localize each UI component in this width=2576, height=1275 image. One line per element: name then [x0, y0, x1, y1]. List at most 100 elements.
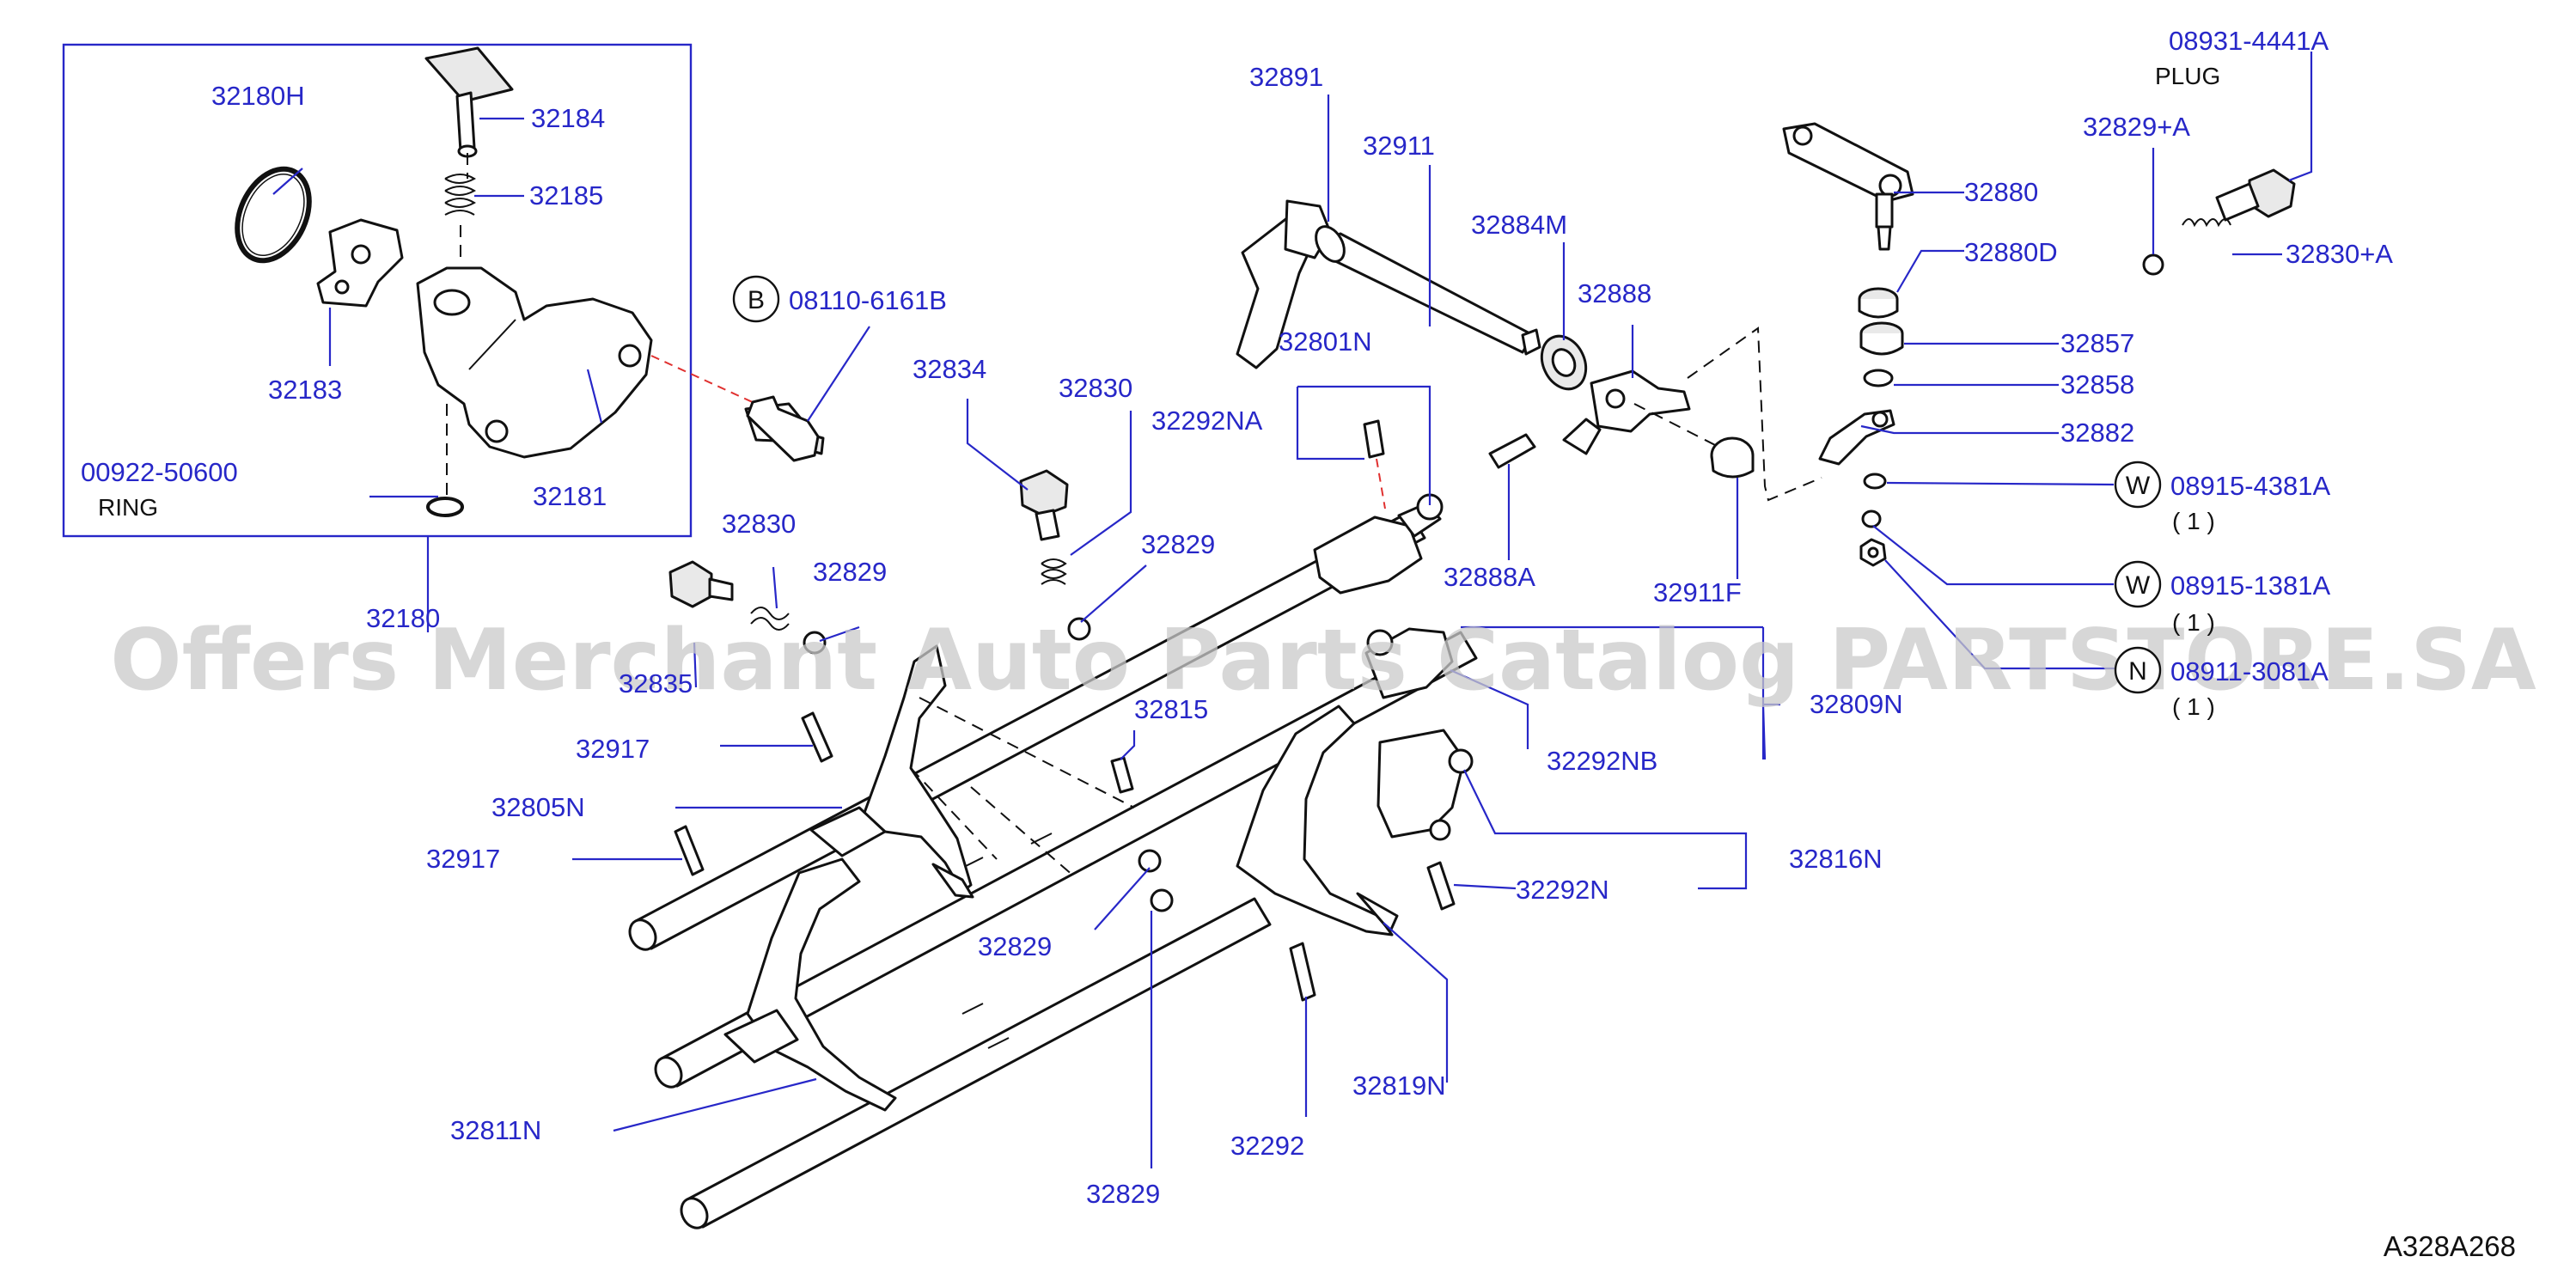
bolt-part	[744, 395, 825, 462]
callout-32816N[interactable]: 32816N	[1789, 844, 1883, 874]
control-lever-32880	[1782, 122, 1914, 251]
shift-fork-left	[809, 644, 974, 899]
callout-32819N[interactable]: 32819N	[1352, 1071, 1446, 1101]
fork-mid	[1364, 627, 1454, 699]
callout-32917-upper[interactable]: 32917	[576, 734, 650, 764]
callout-32888A[interactable]: 32888A	[1444, 562, 1535, 592]
callout-08110-6161B[interactable]: 08110-6161B	[789, 285, 947, 315]
pin-32888A	[1488, 433, 1536, 469]
callout-32888[interactable]: 32888	[1578, 278, 1651, 308]
callout-32834[interactable]: 32834	[913, 354, 986, 384]
badge-w-letter-1: W	[2126, 472, 2151, 500]
bracket-part	[316, 218, 404, 308]
qty-08915-4381A: ( 1 )	[2172, 508, 2215, 534]
leader-lines	[272, 52, 2313, 1168]
callout-32811N[interactable]: 32811N	[450, 1115, 541, 1145]
shift-fork-right	[1236, 705, 1399, 936]
callout-32829-bottom[interactable]: 32829	[1086, 1179, 1160, 1209]
callout-32801N[interactable]: 32801N	[1279, 326, 1372, 357]
badge-n-icon	[2114, 646, 2162, 694]
callout-32829-mid[interactable]: 32829	[1141, 529, 1215, 559]
bushing-32880D	[1858, 287, 1899, 319]
callout-32805N[interactable]: 32805N	[491, 792, 585, 822]
callout-32882[interactable]: 32882	[2060, 418, 2134, 448]
callout-32830-left[interactable]: 32830	[722, 509, 796, 539]
callout-00922-50600[interactable]: 00922-50600	[81, 457, 238, 487]
roll-pin-32292	[1289, 942, 1316, 1002]
snap-ring-part	[426, 497, 464, 517]
callout-32292[interactable]: 32292	[1230, 1131, 1304, 1161]
plug-bolt-left	[668, 560, 734, 608]
callout-32830+A[interactable]: 32830+A	[2286, 239, 2393, 269]
callout-32857[interactable]: 32857	[2060, 328, 2134, 358]
roll-pin-32815	[1110, 756, 1134, 794]
badge-w-letter-2: W	[2126, 571, 2151, 600]
callout-32891[interactable]: 32891	[1249, 62, 1323, 92]
roll-pin-32292N	[1426, 861, 1456, 911]
callout-32292N[interactable]: 32292N	[1516, 875, 1609, 905]
ball-32829-d	[1150, 888, 1174, 912]
callout-32185[interactable]: 32185	[529, 180, 603, 210]
callout-32829+A[interactable]: 32829+A	[2083, 112, 2190, 142]
qty-08911-3081A: ( 1 )	[2172, 693, 2215, 720]
callout-32809N[interactable]: 32809N	[1810, 689, 1903, 719]
callout-32880[interactable]: 32880	[1964, 177, 2038, 207]
callout-32911[interactable]: 32911	[1363, 131, 1435, 161]
housing-part	[416, 266, 653, 459]
callout-32180[interactable]: 32180	[366, 603, 440, 633]
ball-left	[803, 631, 827, 655]
badge-w-icon-2	[2114, 560, 2162, 608]
callout-08931-4441A[interactable]: 08931-4441A	[2169, 26, 2329, 56]
badge-b-icon	[732, 275, 780, 323]
callout-32835[interactable]: 32835	[619, 668, 693, 699]
fork-end-upper	[1313, 493, 1444, 595]
plug-08931-4441A	[2215, 168, 2296, 222]
ball-32829+A	[2142, 253, 2164, 276]
callout-32917-lower[interactable]: 32917	[426, 844, 500, 874]
callout-32829-left[interactable]: 32829	[813, 557, 887, 587]
badge-b-letter: B	[748, 286, 765, 314]
spring-left	[750, 607, 790, 631]
washer-08915-4381A	[1863, 473, 1887, 490]
callout-32880D[interactable]: 32880D	[1964, 237, 2058, 267]
selector-shaft	[1236, 199, 1541, 369]
plug-cap-32911F	[1710, 436, 1755, 479]
callout-32911F[interactable]: 32911F	[1653, 577, 1742, 607]
badge-n-letter: N	[2128, 657, 2147, 686]
diagram-code: A328A268	[2384, 1230, 2516, 1262]
callout-32180H[interactable]: 32180H	[211, 81, 305, 111]
callout-32292NA[interactable]: 32292NA	[1151, 406, 1263, 436]
badge-w-icon-1	[2114, 461, 2162, 509]
callout-32815[interactable]: 32815	[1134, 694, 1208, 724]
washer-08915-1381A	[1861, 509, 1882, 528]
nut-08911-3081A	[1859, 538, 1887, 567]
callout-08911-3081A[interactable]: 08911-3081A	[2170, 656, 2329, 686]
callout-32829-lower[interactable]: 32829	[978, 931, 1052, 961]
callout-32184[interactable]: 32184	[531, 103, 605, 133]
roll-pin-32917-b	[674, 825, 705, 876]
callout-08915-1381A[interactable]: 08915-1381A	[2170, 570, 2330, 601]
arm-32882	[1818, 409, 1895, 466]
callout-32183[interactable]: 32183	[268, 375, 342, 405]
spring-mid	[1041, 558, 1067, 585]
plug-bolt-mid	[1019, 469, 1069, 541]
fork-bracket-right	[1377, 729, 1474, 841]
callout-ring-caption: RING	[98, 494, 158, 521]
washer-32858	[1863, 369, 1894, 387]
callout-32292NB[interactable]: 32292NB	[1547, 746, 1657, 776]
ball-mid	[1067, 617, 1091, 641]
spring-32830+A	[2182, 218, 2231, 228]
callout-08915-4381A[interactable]: 08915-4381A	[2170, 471, 2330, 501]
callout-32884M[interactable]: 32884M	[1471, 210, 1567, 240]
striking-lever-part	[1562, 369, 1691, 455]
shift-fork-lower	[723, 857, 897, 1112]
callout-32830-mid[interactable]: 32830	[1059, 373, 1132, 403]
callout-32858[interactable]: 32858	[2060, 369, 2134, 400]
callout-32181[interactable]: 32181	[533, 481, 607, 511]
spring-part	[444, 174, 476, 216]
roll-pin-top	[1363, 419, 1385, 459]
ball-32829-c	[1138, 849, 1162, 873]
inset-frame	[62, 43, 693, 538]
roll-pin-32917-a	[801, 711, 833, 763]
